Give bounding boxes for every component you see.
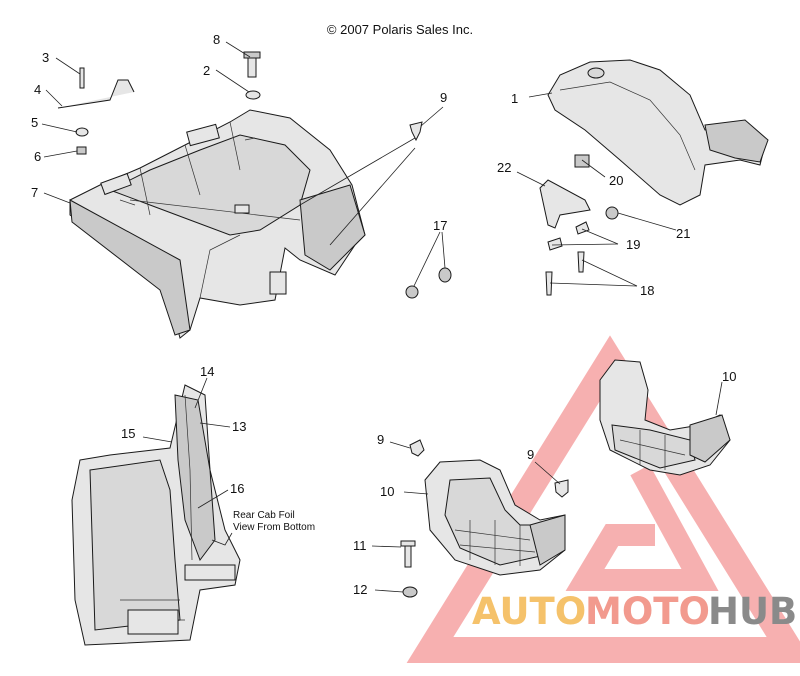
leader-lines [41,41,723,593]
watermark-hub: HUB [708,590,797,633]
callout-5: 5 [31,115,38,130]
callout-9-right: 9 [527,447,534,462]
callout-15: 15 [121,426,135,441]
callout-3: 3 [42,50,49,65]
left-footwell [424,459,566,576]
watermark-auto: AUTO [472,590,586,633]
fender-hardware [57,51,452,299]
footwell-hardware [400,439,569,598]
callout-labels: 1 2 3 4 5 6 7 8 9 9 9 10 10 11 12 13 14 … [31,32,736,597]
watermark-logo [406,335,800,663]
rear-cab-foil [71,384,241,646]
foil-note: Rear Cab Foil View From Bottom [233,510,315,533]
callout-13: 13 [232,419,246,434]
callout-21: 21 [676,226,690,241]
callout-9-left: 9 [377,432,384,447]
callout-9-top: 9 [440,90,447,105]
callout-16: 16 [230,481,244,496]
copyright-notice: © 2007 Polaris Sales Inc. [326,22,474,37]
watermark-wordmark: AUTO MOTO HUB [472,590,797,633]
callout-20: 20 [609,173,623,188]
watermark-moto: MOTO [585,590,710,633]
callout-6: 6 [34,149,41,164]
callout-8: 8 [213,32,220,47]
seat-assembly [539,59,769,296]
callout-14: 14 [200,364,214,379]
callout-11: 11 [353,538,367,553]
callout-18: 18 [640,283,654,298]
rear-fender-assembly [69,109,366,339]
callout-7: 7 [31,185,38,200]
callout-2: 2 [203,63,210,78]
foil-note-line-1: Rear Cab Foil [233,510,295,521]
callout-17: 17 [433,218,447,233]
callout-10-left: 10 [380,484,394,499]
callout-4: 4 [34,82,41,97]
callout-10-right: 10 [722,369,736,384]
foil-note-line-2: View From Bottom [233,522,315,533]
callout-12: 12 [353,582,367,597]
right-footwell [599,359,731,476]
callout-1: 1 [511,91,518,106]
callout-19: 19 [626,237,640,252]
callout-22: 22 [497,160,511,175]
